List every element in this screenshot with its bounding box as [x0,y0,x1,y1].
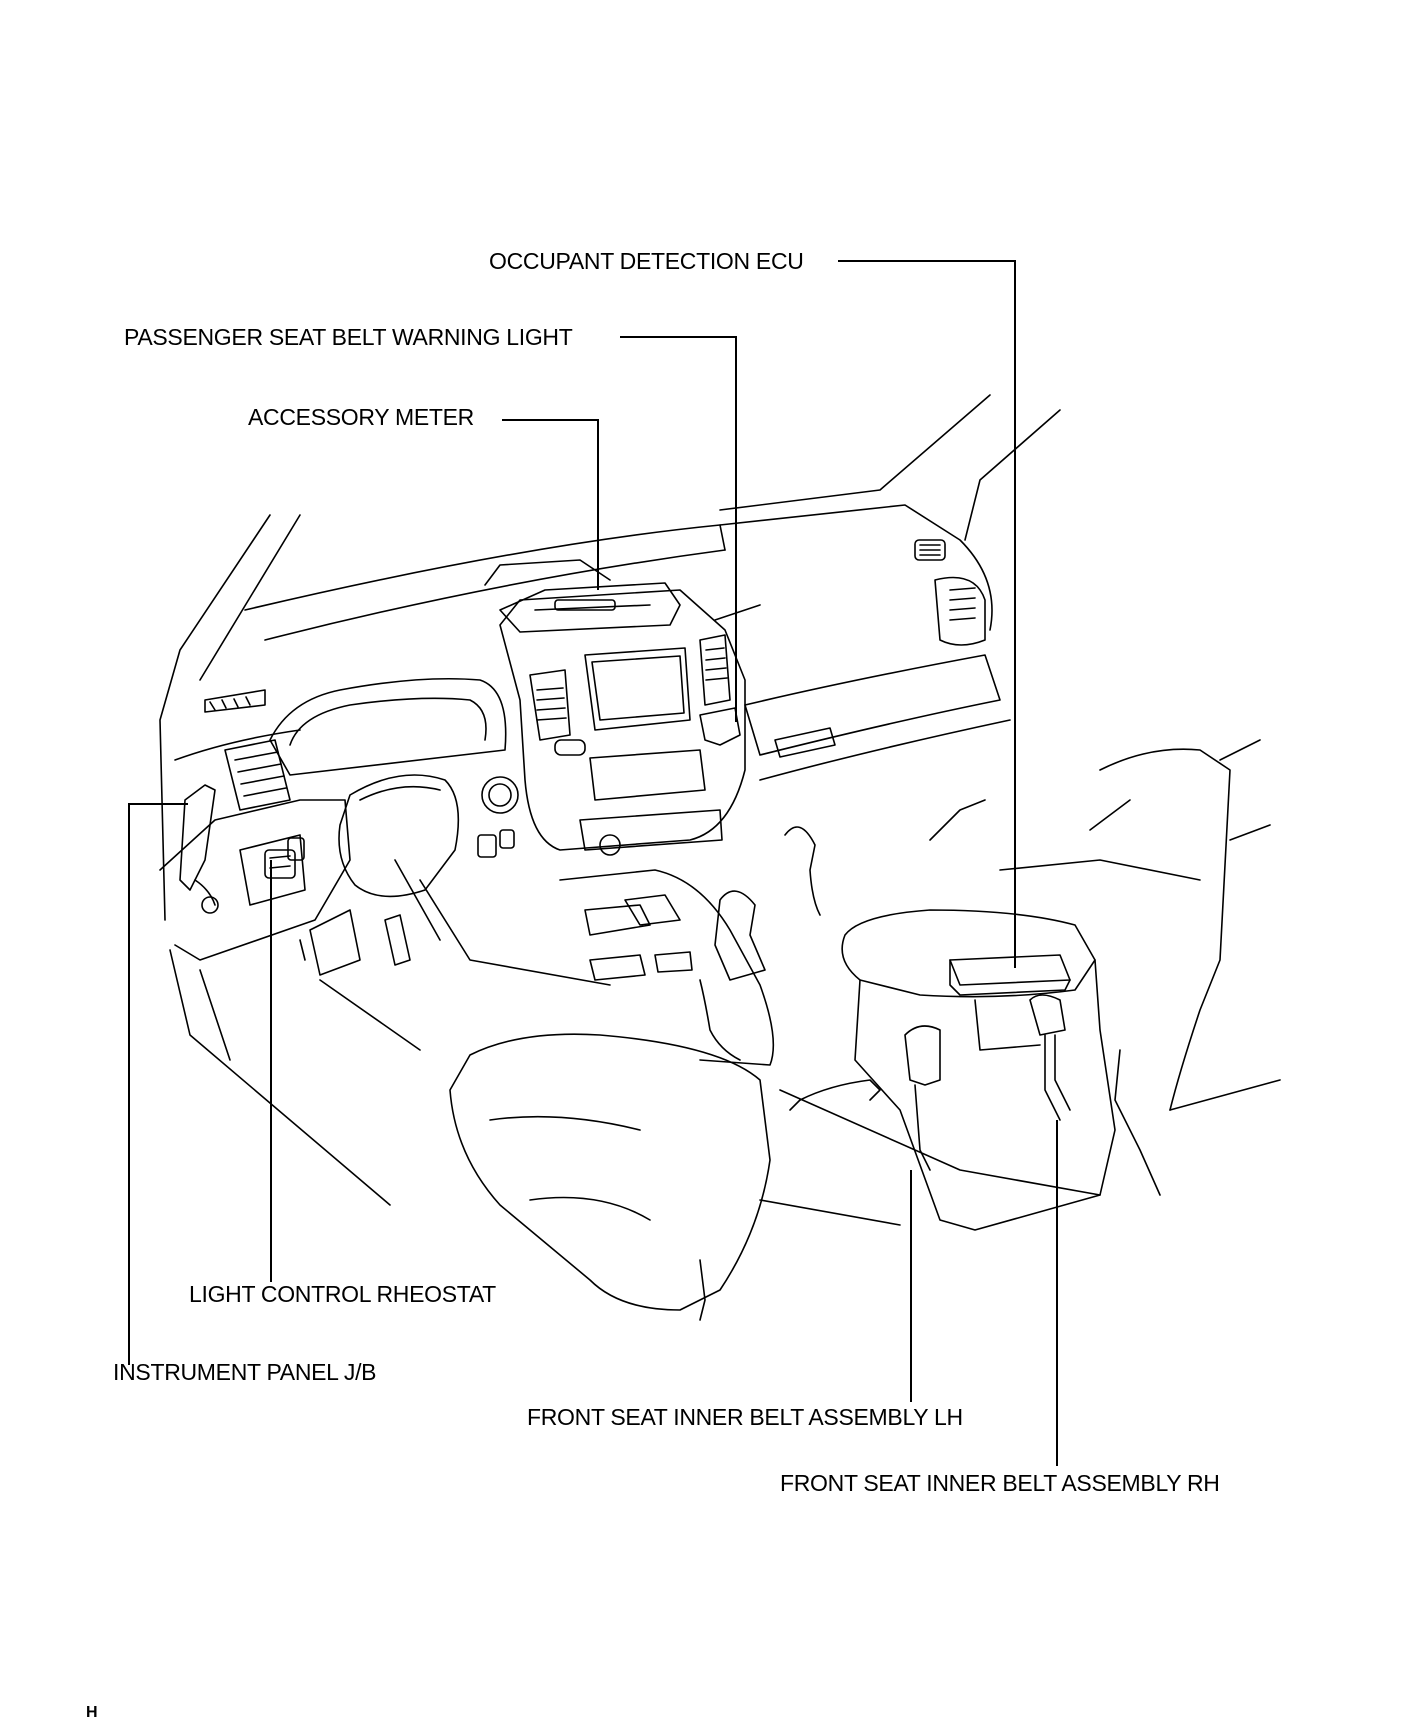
rh-buckle [1029,994,1066,1036]
label-occupant-detection-ecu: OCCUPANT DETECTION ECU [489,248,804,274]
label-light-control-rheostat: LIGHT CONTROL RHEOSTAT [189,1281,496,1307]
center-stack [499,589,746,851]
light-control-rheostat [264,849,296,879]
lh-buckle [904,1025,941,1086]
console-armrest [841,909,1096,998]
steering-wheel [338,774,460,898]
accessory-meter-pod [499,582,681,633]
dashboard-top [244,504,993,631]
label-accessory-meter: ACCESSORY METER [248,404,474,430]
leader-accessory-meter [502,419,599,590]
passenger-belt-warning-light [699,707,741,746]
left-vent [224,739,291,811]
right-vent-side [934,576,986,646]
instrument-cluster [269,677,507,776]
pedals [309,909,361,976]
nav-screen [584,647,691,731]
leader-occupant-detection-ecu [838,260,1016,968]
instrument-panel-jb [179,784,216,891]
glovebox [744,654,1001,756]
label-instrument-panel-jb: INSTRUMENT PANEL J/B [113,1359,377,1385]
right-vent-top [914,539,946,561]
label-front-seat-inner-belt-rh: FRONT SEAT INNER BELT ASSEMBLY RH [780,1470,1220,1496]
driver-seat-cushion [449,1033,771,1311]
label-front-seat-inner-belt-lh: FRONT SEAT INNER BELT ASSEMBLY LH [527,1404,963,1430]
occupant-detection-ecu [949,954,1071,986]
passenger-seat-side [1114,1049,1161,1196]
label-passenger-seat-belt-warning-light: PASSENGER SEAT BELT WARNING LIGHT [124,324,573,350]
leader-instrument-panel-jb [128,803,188,1365]
leader-passenger-belt-warning [620,336,737,722]
page-code: H [86,1704,98,1721]
right-a-pillar [719,394,991,511]
left-a-pillar [159,514,271,921]
center-console-front [559,869,775,1066]
gear-shift-lever [714,890,766,981]
